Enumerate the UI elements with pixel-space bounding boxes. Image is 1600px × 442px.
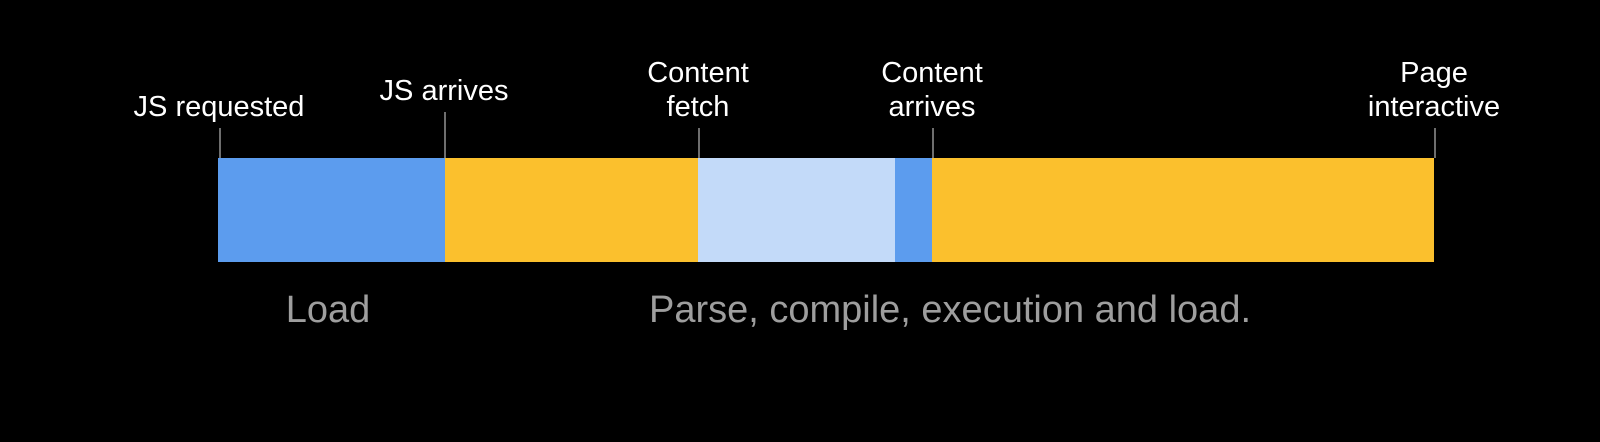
marker-label-line1: Page bbox=[1400, 57, 1468, 89]
bar-segment-content-waiting bbox=[698, 158, 895, 262]
tick-line-page-interactive bbox=[1434, 128, 1436, 158]
marker-label-line2: arrives bbox=[888, 91, 976, 123]
bar-segment-load-network bbox=[218, 158, 445, 262]
marker-label-line1: JS arrives bbox=[379, 75, 509, 107]
bar-segment-parse-compile bbox=[445, 158, 698, 262]
tick-line-content-fetch bbox=[698, 128, 700, 158]
marker-label-js-requested: JS requested bbox=[134, 90, 305, 124]
marker-label-line1: JS requested bbox=[133, 91, 305, 123]
marker-label-line1: Content bbox=[647, 57, 749, 89]
tick-line-js-requested bbox=[219, 128, 221, 158]
tick-line-content-arrives bbox=[932, 128, 934, 158]
bar-segment-content-download bbox=[895, 158, 932, 262]
caption-load: Load bbox=[285, 289, 371, 331]
marker-label-js-arrives: JS arrives bbox=[380, 74, 509, 108]
marker-label-line1: Content bbox=[881, 57, 983, 89]
caption-parse: Parse, compile, execution and load. bbox=[648, 289, 1252, 331]
marker-label-line2: interactive bbox=[1367, 91, 1501, 123]
marker-label-line2: fetch bbox=[666, 91, 730, 123]
timeline-bar-track bbox=[218, 158, 1434, 262]
tick-line-js-arrives bbox=[444, 112, 446, 158]
bar-segment-execution-load bbox=[932, 158, 1434, 262]
